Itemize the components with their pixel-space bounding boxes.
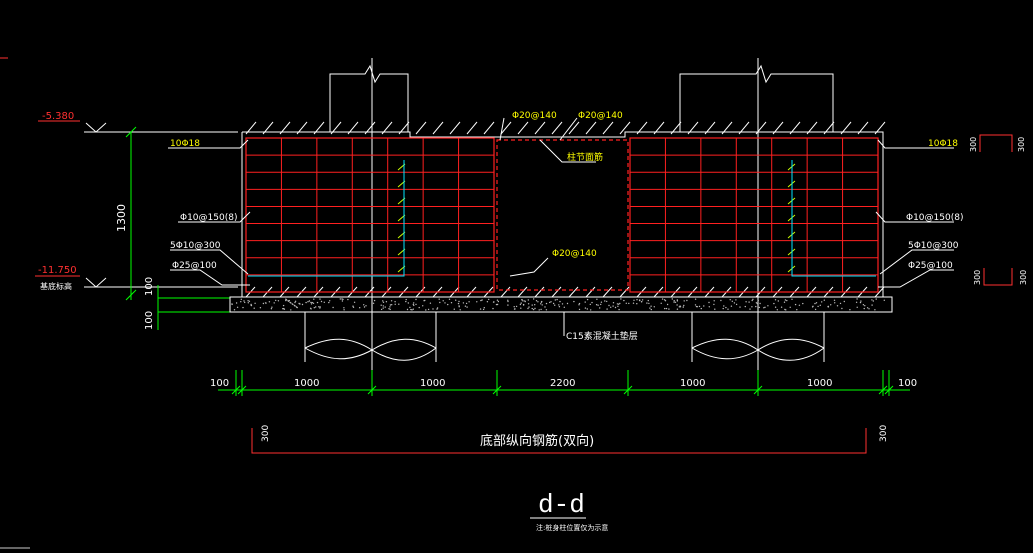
stirrup-right (791, 160, 876, 277)
label-right-bottom: Φ25@100 (908, 261, 953, 271)
dim-span-row: 100 1000 1000 2200 1000 1000 100 (210, 370, 917, 396)
cushion-layer (229, 296, 893, 313)
level-marker-top: -5.380 (38, 111, 238, 133)
level-bottom-label: -11.750 (38, 265, 77, 276)
section-title-group: d-d 注:桩身柱位置仅为示意 (530, 490, 608, 532)
label-right-lower: 5Φ10@300 (908, 241, 959, 251)
label-center-note: 柱节面筋 (567, 151, 603, 163)
dim-span-left-margin: 100 (210, 378, 229, 389)
dim-height-left: 1300 (115, 126, 137, 301)
label-top-center-1: Φ20@140 (512, 111, 557, 121)
pile-left (304, 312, 437, 362)
dim-300-br-1: 300 (973, 270, 982, 285)
label-center-low: Φ20@140 (552, 249, 597, 259)
level-marker-bottom: -11.750 基底标高 (35, 265, 238, 291)
level-bottom-note: 基底标高 (40, 281, 72, 291)
dim-base-100-b: 100 (144, 311, 155, 330)
leaders-right (875, 139, 954, 288)
dim-span-3: 2200 (550, 378, 575, 389)
label-left-mid: Φ10@150(8) (180, 213, 237, 223)
bottom-bar-dim-left: 300 (261, 425, 271, 442)
raft-outline (241, 131, 884, 298)
dim-300-br-2: 300 (1019, 270, 1028, 285)
label-top-center-2: Φ20@140 (578, 111, 623, 121)
label-left-lower: 5Φ10@300 (170, 241, 221, 251)
detail-top-right: 300 300 (969, 134, 1026, 152)
bottom-bar-diagram: 300 300 底部纵向钢筋(双向) (251, 425, 889, 454)
pile-right (691, 312, 825, 362)
dim-span-4: 1000 (680, 378, 705, 389)
section-title: d-d (538, 490, 585, 520)
rebar-cage-right (629, 137, 879, 293)
dim-span-2: 1000 (420, 378, 445, 389)
dim-300-tr-1: 300 (969, 137, 978, 152)
bottom-bar-caption: 底部纵向钢筋(双向) (480, 433, 594, 449)
dim-base-100-a: 100 (144, 277, 155, 296)
level-top-label: -5.380 (42, 111, 74, 122)
detail-bottom-right: 300 300 (973, 268, 1028, 286)
dim-span-1: 1000 (294, 378, 319, 389)
dim-span-right-margin: 100 (898, 378, 917, 389)
dim-base-left: 100 100 (144, 277, 230, 330)
label-cushion: C15素混凝土垫层 (566, 330, 638, 342)
label-right-top: 10Φ18 (928, 139, 958, 149)
dim-height-total: 1300 (115, 204, 128, 232)
leaders-left (168, 139, 251, 286)
label-right-mid: Φ10@150(8) (906, 213, 963, 223)
dim-span-5: 1000 (807, 378, 832, 389)
rebar-cage-left (245, 137, 495, 293)
dim-300-tr-2: 300 (1017, 137, 1026, 152)
label-left-bottom: Φ25@100 (172, 261, 217, 271)
bottom-bar-dim-right: 300 (879, 425, 889, 442)
label-left-top: 10Φ18 (170, 139, 200, 149)
section-footnote: 注:桩身柱位置仅为示意 (536, 523, 608, 532)
center-leaders (499, 117, 596, 336)
stirrup-left (248, 160, 405, 277)
